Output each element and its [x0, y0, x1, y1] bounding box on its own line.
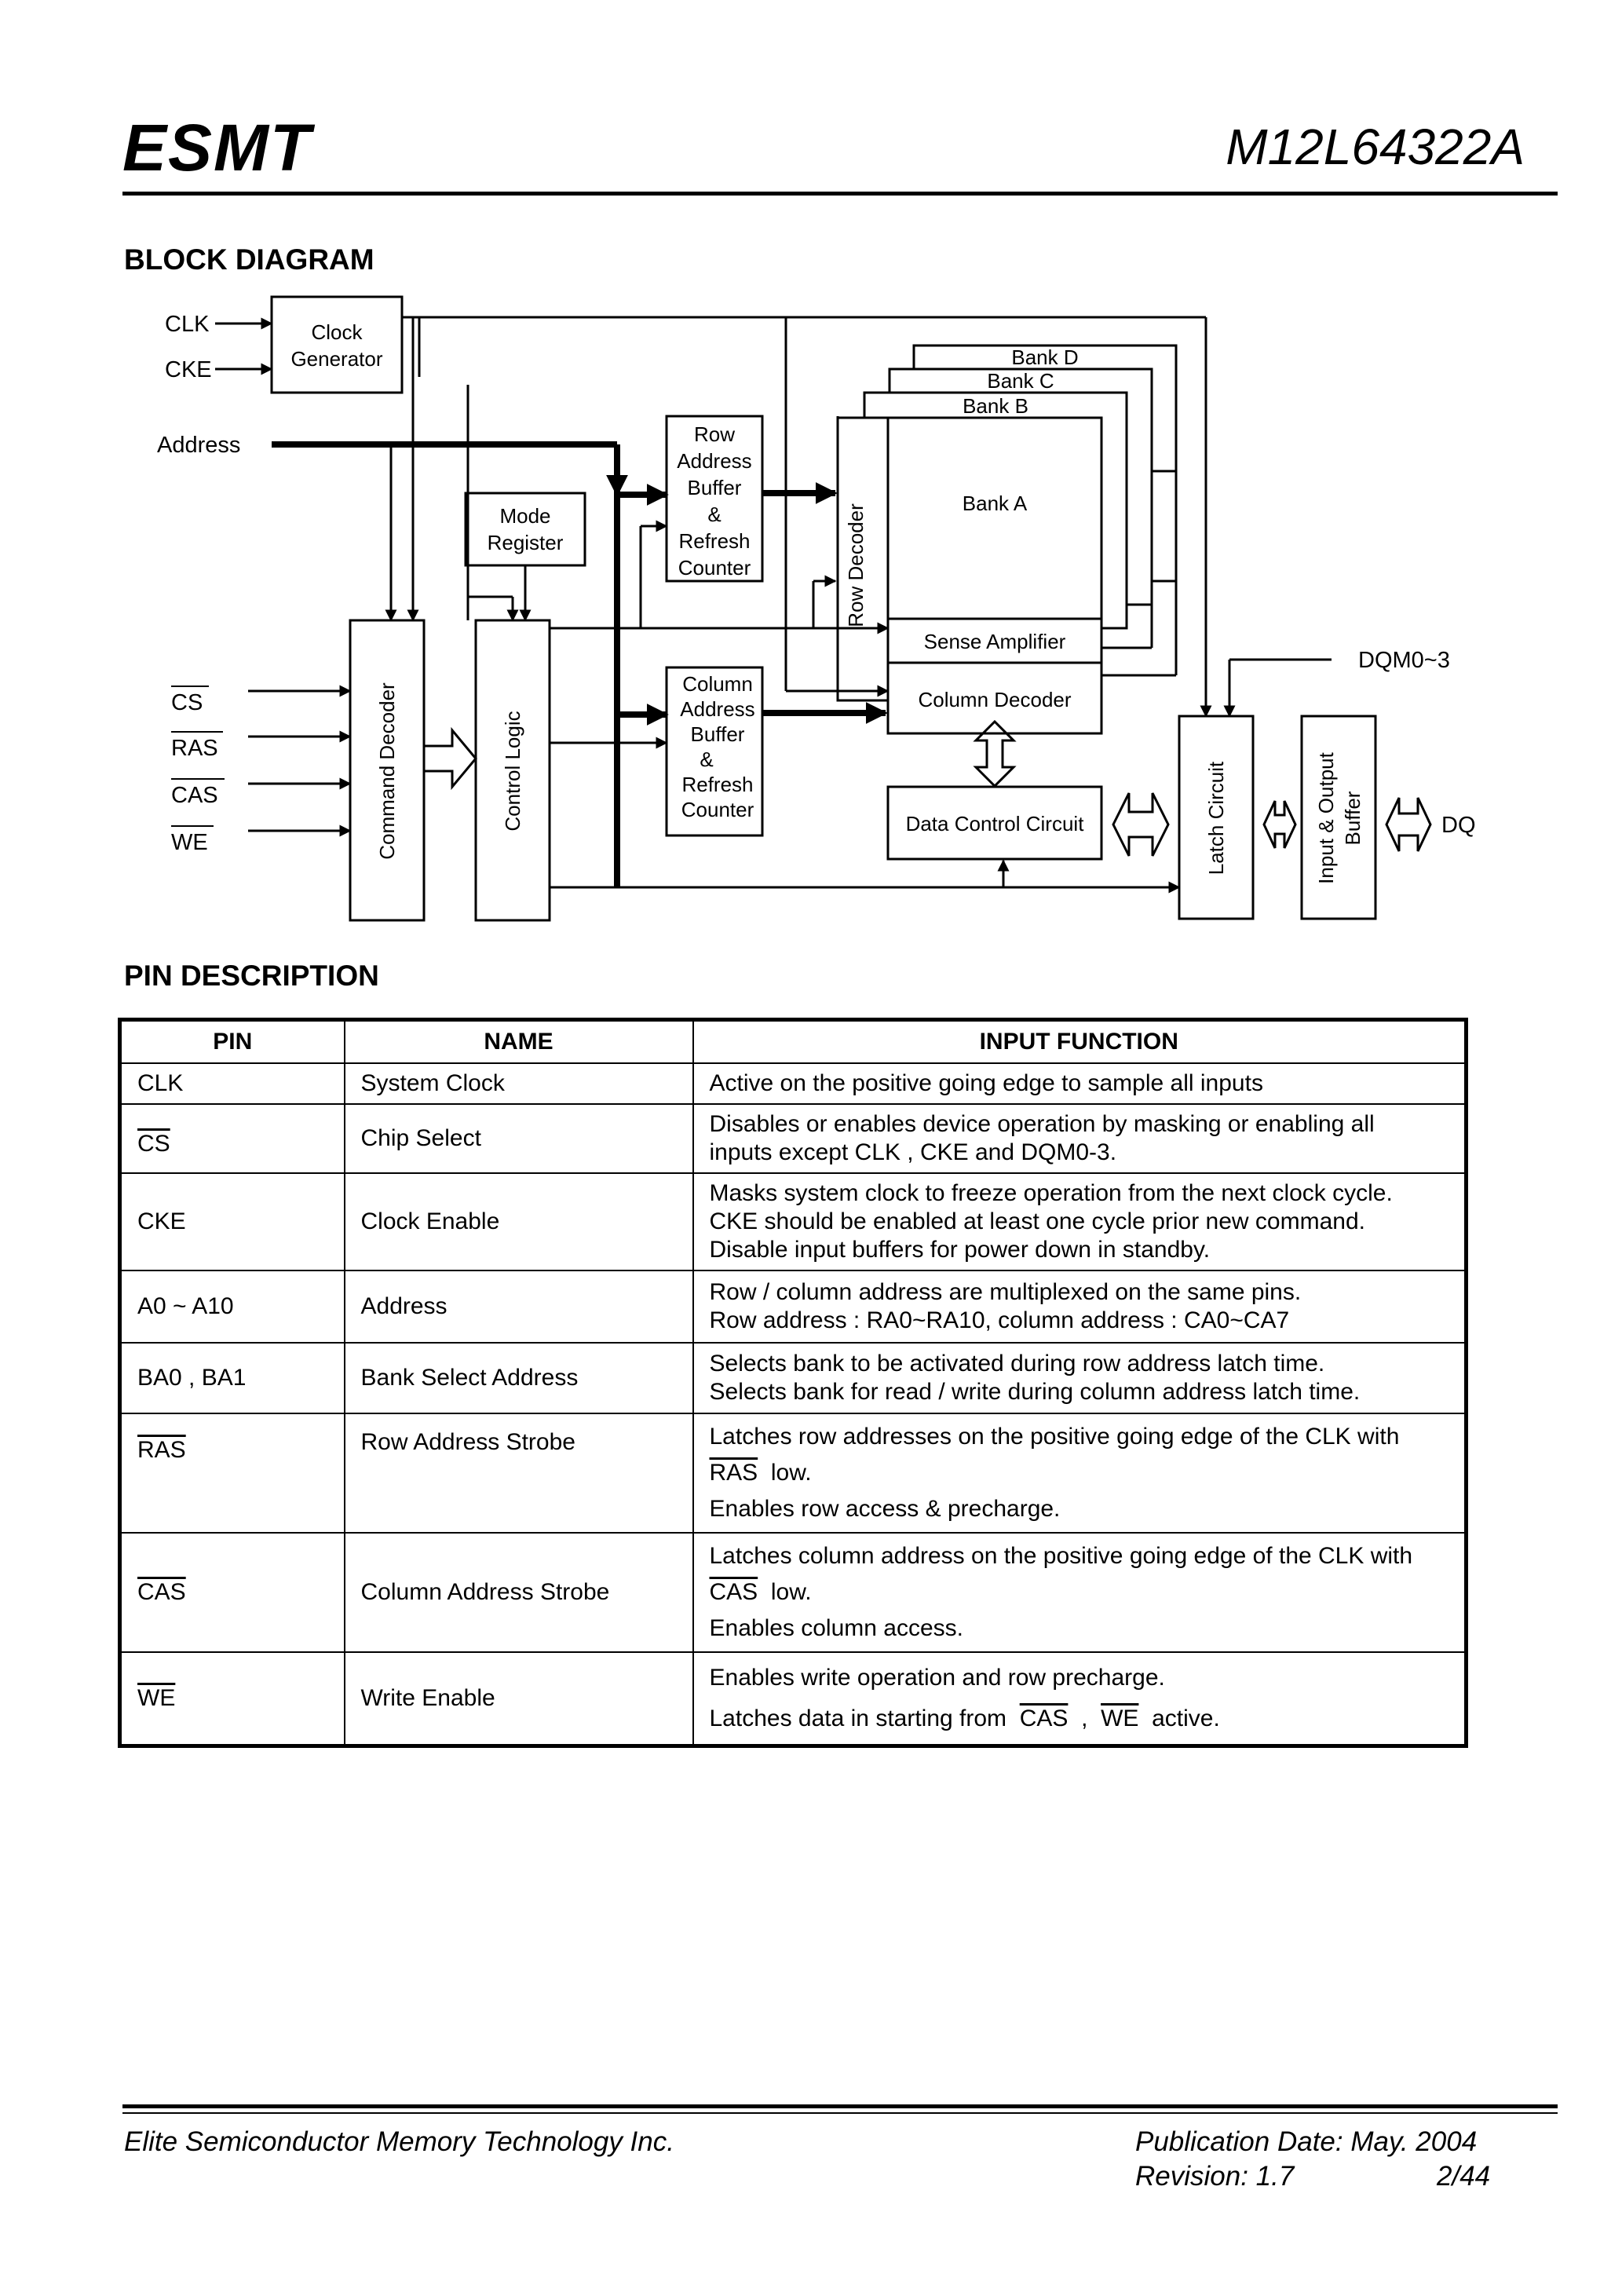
name-cell: Chip Select: [343, 1103, 694, 1174]
col-buf-line3: Buffer: [691, 722, 745, 746]
footer-company: Elite Semiconductor Memory Technology In…: [124, 2126, 674, 2157]
pin-cell: BA0 , BA1: [119, 1342, 345, 1414]
column-decoder-label: Column Decoder: [918, 688, 1071, 711]
row-buf-line2: Address: [677, 449, 751, 473]
clock-gen-line2: Generator: [290, 347, 382, 371]
function-cell: Latches row addresses on the positive go…: [692, 1413, 1467, 1534]
control-logic-label: Control Logic: [501, 711, 524, 831]
header-function: INPUT FUNCTION: [692, 1018, 1467, 1064]
name-cell: Row Address Strobe: [343, 1413, 694, 1534]
name-cell: Write Enable: [343, 1651, 694, 1747]
name-cell: Column Address Strobe: [343, 1532, 694, 1653]
bank-d-label: Bank D: [1011, 345, 1078, 369]
cke-label: CKE: [165, 357, 212, 382]
name-cell: Bank Select Address: [343, 1342, 694, 1414]
row-decoder-label: Row Decoder: [844, 503, 868, 627]
pin-cell: CAS: [119, 1532, 345, 1653]
col-buf-line6: Counter: [681, 798, 754, 821]
clock-generator-box: [270, 295, 404, 394]
header-name: NAME: [343, 1018, 694, 1064]
name-cell: System Clock: [343, 1062, 694, 1105]
pin-description-title: PIN DESCRIPTION: [124, 960, 379, 992]
footer-rule: [122, 2104, 1558, 2108]
address-label: Address: [157, 433, 240, 458]
clk-label: CLK: [165, 312, 210, 337]
col-buf-line4: &: [700, 748, 713, 771]
row-buf-line6: Counter: [678, 556, 751, 579]
table-row: CKE Clock Enable Masks system clock to f…: [119, 1172, 1467, 1271]
pin-description-table: PIN NAME INPUT FUNCTION CLK System Clock…: [118, 1018, 1468, 1748]
pin-cell: CLK: [119, 1062, 345, 1105]
col-buf-line2: Address: [680, 697, 754, 721]
col-buf-line5: Refresh: [681, 773, 753, 796]
bank-c-label: Bank C: [987, 369, 1054, 393]
command-decoder-label: Command Decoder: [375, 682, 399, 860]
table-row: A0 ~ A10 Address Row / column address ar…: [119, 1270, 1467, 1344]
sense-amp-label: Sense Amplifier: [924, 630, 1066, 653]
pin-cell: CS: [119, 1103, 345, 1174]
row-buf-line3: Buffer: [688, 476, 742, 499]
function-cell: Disables or enables device operation by …: [692, 1103, 1467, 1174]
table-row: RAS Row Address Strobe Latches row addre…: [119, 1413, 1467, 1534]
sense-amplifier-box: [886, 617, 1103, 664]
function-cell: Selects bank to be activated during row …: [692, 1342, 1467, 1414]
table-row: CLK System Clock Active on the positive …: [119, 1062, 1467, 1105]
function-cell: Active on the positive going edge to sam…: [692, 1062, 1467, 1105]
cas-label: CAS: [171, 783, 218, 808]
cs-label: CS: [171, 690, 203, 715]
header-pin: PIN: [119, 1018, 345, 1064]
mode-reg-line1: Mode: [499, 504, 550, 528]
bank-a-label: Bank A: [963, 492, 1028, 515]
io-buffer-line2: Buffer: [1341, 791, 1364, 845]
ras-label: RAS: [171, 736, 218, 761]
table-row: WE Write Enable Enables write operation …: [119, 1651, 1467, 1747]
table-header-row: PIN NAME INPUT FUNCTION: [119, 1018, 1467, 1064]
we-label: WE: [171, 830, 208, 855]
brand-logo: ESMT: [122, 111, 312, 185]
clock-gen-line1: Clock: [311, 320, 363, 344]
function-cell: Latches column address on the positive g…: [692, 1532, 1467, 1653]
name-cell: Address: [343, 1270, 694, 1344]
part-number: M12L64322A: [1226, 119, 1525, 175]
dqm-label: DQM0~3: [1358, 648, 1450, 673]
pin-cell: RAS: [119, 1413, 345, 1534]
pin-cell: CKE: [119, 1172, 345, 1271]
function-cell: Row / column address are multiplexed on …: [692, 1270, 1467, 1344]
table-row: CAS Column Address Strobe Latches column…: [119, 1532, 1467, 1653]
mode-reg-line2: Register: [488, 531, 564, 554]
bank-b-label: Bank B: [963, 394, 1028, 418]
latch-circuit-label: Latch Circuit: [1204, 761, 1228, 875]
col-buf-line1: Column: [682, 672, 753, 696]
row-buf-line1: Row: [694, 422, 735, 446]
pin-cell: A0 ~ A10: [119, 1270, 345, 1344]
footer-revision: Revision: 1.7: [1135, 2161, 1295, 2192]
row-buf-line5: Refresh: [678, 529, 750, 553]
io-buffer-box: [1300, 715, 1377, 920]
data-control-label: Data Control Circuit: [906, 812, 1085, 835]
block-diagram-title: BLOCK DIAGRAM: [124, 243, 374, 276]
row-buf-line4: &: [707, 503, 721, 526]
name-cell: Clock Enable: [343, 1172, 694, 1271]
column-address-buffer-box: [665, 666, 764, 837]
function-cell: Masks system clock to freeze operation f…: [692, 1172, 1467, 1271]
table-row: BA0 , BA1 Bank Select Address Selects ba…: [119, 1342, 1467, 1414]
header-rule: [122, 192, 1558, 196]
dq-label: DQ: [1441, 813, 1476, 838]
io-buffer-line1: Input & Output: [1314, 751, 1338, 883]
block-diagram: CLK CKE Address CS RAS CAS WE DQM0~3 DQ …: [157, 295, 1476, 922]
pin-cell: WE: [119, 1651, 345, 1747]
footer-page-number: 2/44: [1437, 2161, 1491, 2192]
function-cell: Enables write operation and row precharg…: [692, 1651, 1467, 1747]
footer-publication-date: Publication Date: May. 2004: [1135, 2126, 1478, 2157]
footer-rule-thin: [122, 2112, 1558, 2114]
latch-circuit-box: [1178, 715, 1255, 920]
table-row: CS Chip Select Disables or enables devic…: [119, 1103, 1467, 1174]
